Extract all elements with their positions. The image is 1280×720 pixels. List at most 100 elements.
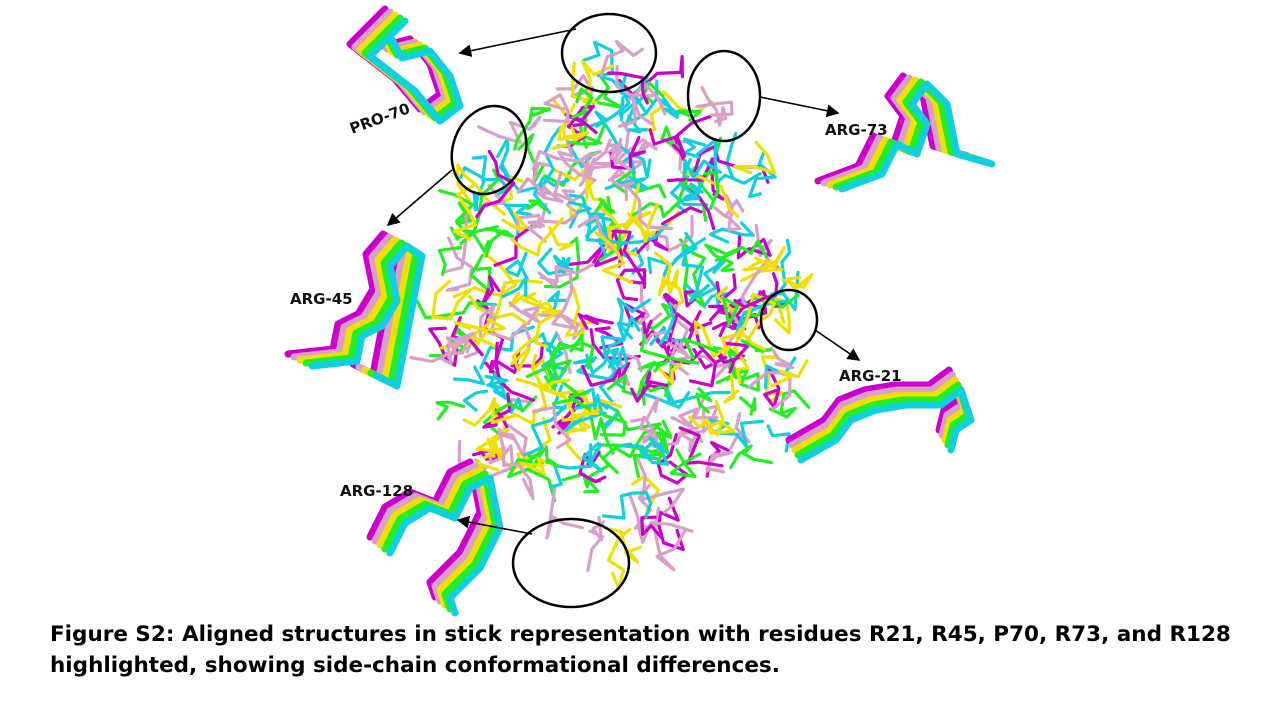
protein-stick <box>508 291 539 308</box>
side-chain-stick <box>381 470 499 613</box>
protein-stick <box>627 114 648 134</box>
protein-stick <box>535 301 556 315</box>
protein-stick <box>543 236 581 289</box>
protein-stick <box>617 98 654 128</box>
label-arg21: ARG-21 <box>839 367 902 385</box>
protein-stick <box>688 415 736 435</box>
protein-stick <box>729 411 751 450</box>
protein-stick <box>630 380 669 403</box>
protein-stick <box>531 149 602 171</box>
protein-stick <box>484 227 515 258</box>
protein-stick <box>453 317 506 332</box>
figure-caption: Figure S2: Aligned structures in stick r… <box>50 622 1231 678</box>
side-chain-stick <box>366 458 484 601</box>
arrow-arg73 <box>759 96 840 118</box>
side-chain-stick <box>797 386 975 464</box>
protein-stick <box>707 304 743 322</box>
arrow-arg45 <box>386 169 453 227</box>
protein-stick <box>629 396 660 423</box>
protein-stick <box>571 87 594 119</box>
protein-stick <box>557 139 597 182</box>
protein-stick <box>601 491 653 520</box>
protein-stick <box>477 115 542 144</box>
protein-stick <box>619 442 670 462</box>
protein-stick <box>488 444 515 478</box>
pro70-closeup <box>346 5 464 125</box>
protein-stick <box>606 373 675 398</box>
protein-stick <box>456 201 475 226</box>
protein-stick <box>493 224 534 267</box>
aligned-protein-ensemble <box>409 39 814 591</box>
protein-stick <box>537 247 574 276</box>
protein-stick <box>670 407 699 430</box>
protein-stick <box>666 157 716 183</box>
protein-stick <box>742 246 786 272</box>
protein-stick <box>469 254 492 292</box>
protein-stick <box>615 420 673 459</box>
protein-stick <box>770 359 809 388</box>
protein-stick <box>525 199 547 211</box>
protein-stick <box>669 448 702 479</box>
protein-stick <box>630 179 688 219</box>
protein-stick <box>494 278 544 325</box>
protein-stick <box>577 312 615 330</box>
protein-stick <box>660 125 682 150</box>
protein-stick <box>581 441 604 473</box>
protein-stick <box>739 396 757 416</box>
protein-stick <box>665 354 730 384</box>
protein-stick <box>566 122 586 148</box>
arg128-closeup <box>366 458 504 617</box>
protein-stick <box>634 139 652 159</box>
protein-stick <box>708 221 755 244</box>
protein-stick <box>609 135 647 170</box>
protein-stick <box>565 286 603 337</box>
protein-stick <box>647 435 670 466</box>
protein-stick <box>428 326 459 367</box>
protein-stick <box>539 263 595 284</box>
protein-stick <box>553 171 576 202</box>
side-chain-stick <box>296 236 414 384</box>
protein-stick <box>591 515 606 542</box>
protein-stick <box>548 225 574 251</box>
protein-stick <box>768 389 811 419</box>
protein-stick <box>545 485 585 540</box>
protein-stick <box>624 182 674 231</box>
side-chain-stick <box>302 239 420 387</box>
protein-stick <box>475 149 516 219</box>
protein-stick <box>632 449 666 479</box>
side-chain-stick <box>788 371 966 449</box>
protein-stick <box>530 353 553 390</box>
protein-stick <box>682 337 719 360</box>
protein-stick <box>747 151 777 199</box>
protein-stick <box>634 454 686 514</box>
protein-stick <box>551 271 577 330</box>
protein-stick <box>599 39 645 78</box>
protein-stick <box>534 309 562 349</box>
label-arg45: ARG-45 <box>290 290 353 308</box>
highlight-circle-arg128 <box>511 517 631 609</box>
protein-stick <box>452 182 477 241</box>
protein-stick <box>599 413 627 437</box>
arg73-closeup <box>814 72 996 193</box>
arg45-closeup <box>284 230 426 390</box>
protein-stick <box>737 292 777 344</box>
protein-stick <box>655 428 673 454</box>
protein-stick <box>598 195 616 217</box>
protein-stick <box>732 140 777 175</box>
protein-stick <box>638 415 656 441</box>
highlight-circles <box>450 12 819 609</box>
label-arg73: ARG-73 <box>825 121 888 139</box>
protein-stick <box>769 238 792 302</box>
protein-stick <box>760 355 785 402</box>
protein-stick <box>728 444 774 470</box>
protein-stick <box>606 71 649 105</box>
label-arg128: ARG-128 <box>340 482 413 500</box>
arrow-arg21 <box>814 329 861 361</box>
protein-stick <box>660 206 703 226</box>
side-chain-stick <box>794 381 972 459</box>
protein-stick <box>682 158 722 180</box>
protein-stick <box>604 175 648 191</box>
protein-stick <box>670 246 710 303</box>
protein-stick <box>708 418 765 449</box>
